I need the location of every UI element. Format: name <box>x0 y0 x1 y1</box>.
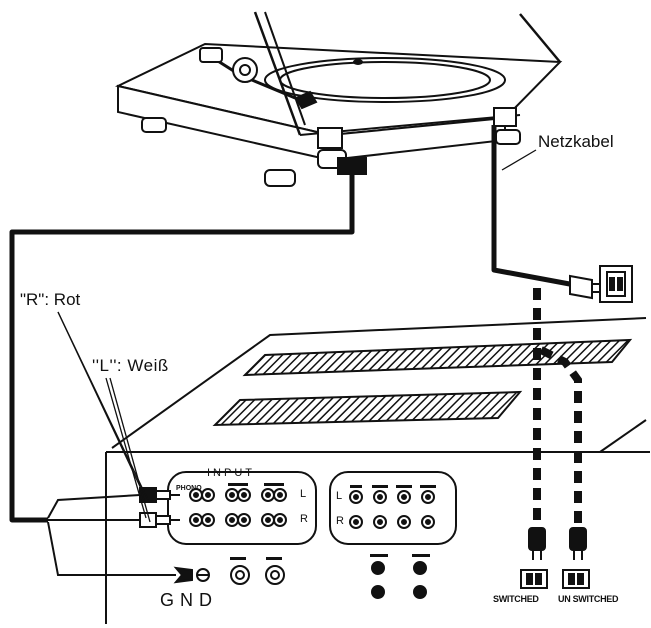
power-cable <box>491 125 576 288</box>
left-mark-panel2: L <box>336 490 343 502</box>
unswitched-label: UN SWITCHED <box>558 594 619 604</box>
ground-terminal <box>173 566 210 584</box>
input-jacks-left <box>189 488 287 527</box>
lower-jacks <box>230 561 427 599</box>
right-channel-label: "R": Rot <box>20 290 81 309</box>
left-mark-panel1: L <box>300 488 307 500</box>
plug-connectors <box>528 527 587 560</box>
power-plug <box>569 274 600 300</box>
jack-label-marks <box>228 483 436 560</box>
netzkabel-leader <box>501 149 537 171</box>
turntable <box>115 11 563 187</box>
audio-cable <box>9 168 355 523</box>
input-label: INPUT <box>207 467 255 479</box>
switched-label: SWITCHED <box>493 594 539 604</box>
dashed-power-cables <box>533 288 582 530</box>
audio-split <box>47 494 176 576</box>
label-leaders <box>57 311 151 523</box>
jacks-right <box>349 490 435 529</box>
right-mark-panel1: R <box>300 513 308 525</box>
right-mark-panel2: R <box>336 515 344 527</box>
wall-outlet <box>599 265 633 303</box>
left-channel-label: ''L'': Weiß <box>92 356 169 375</box>
ac-outlets <box>520 569 590 589</box>
power-cable-label: Netzkabel <box>538 132 614 151</box>
ground-label: GND <box>160 590 218 610</box>
phono-label: PHONO <box>176 485 202 492</box>
